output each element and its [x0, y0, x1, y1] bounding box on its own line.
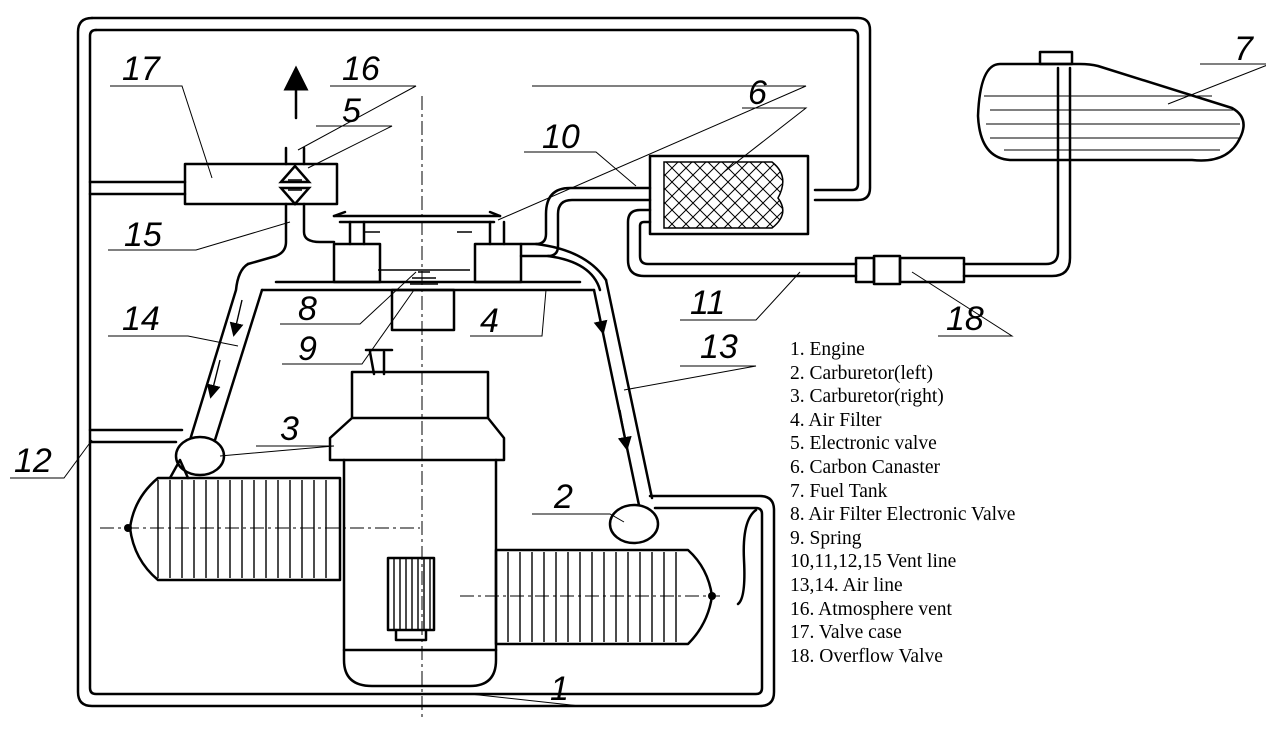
label-10: 10	[542, 118, 580, 156]
overflow-valve-18	[854, 66, 1072, 286]
legend-item: 10,11,12,15 Vent line	[790, 551, 957, 573]
legend-item: 4. Air Filter	[790, 409, 882, 431]
legend-item: 16. Atmosphere vent	[790, 598, 952, 620]
carburetor-left-2	[608, 503, 660, 545]
legend-item: 5. Electronic valve	[790, 433, 937, 455]
label-1: 1	[550, 670, 569, 708]
leader-lines	[10, 63, 1266, 707]
label-3: 3	[280, 410, 299, 448]
label-6: 6	[748, 74, 767, 112]
label-16: 16	[342, 50, 380, 88]
label-5: 5	[342, 92, 361, 130]
label-17: 17	[122, 50, 161, 88]
carbon-canister-6	[626, 154, 858, 278]
label-14: 14	[122, 300, 160, 338]
legend-item: 17. Valve case	[790, 622, 902, 644]
air-line-14	[188, 262, 264, 442]
air-line-13	[592, 278, 654, 512]
cylinder-left	[124, 458, 342, 582]
legend-item: 2. Carburetor(left)	[790, 362, 933, 384]
legend-item: 9. Spring	[790, 527, 862, 549]
label-7: 7	[1234, 30, 1254, 68]
label-2: 2	[553, 478, 573, 516]
valve-case-17	[183, 65, 339, 266]
label-8: 8	[298, 290, 317, 328]
legend-item: 6. Carbon Canaster	[790, 456, 941, 478]
legend-item: 13,14. Air line	[790, 574, 903, 596]
legend-item: 7. Fuel Tank	[790, 480, 888, 502]
vent-line-outer	[76, 16, 872, 708]
air-filter-4	[260, 186, 652, 332]
label-15: 15	[124, 216, 162, 254]
legend-item: 18. Overflow Valve	[790, 645, 943, 667]
fuel-tank-7	[976, 50, 1245, 162]
legend-item: 1. Engine	[790, 339, 865, 360]
label-4: 4	[480, 302, 499, 340]
legend-item: 8. Air Filter Electronic Valve	[790, 504, 1016, 526]
legend-item: 3. Carburetor(right)	[790, 386, 944, 408]
parts-legend: 1. Engine 2. Carburetor(left) 3. Carbure…	[790, 338, 1015, 668]
label-11: 11	[690, 284, 725, 322]
label-18: 18	[946, 300, 984, 338]
label-12: 12	[14, 442, 52, 480]
engine-1	[328, 348, 506, 688]
electronic-valve-5	[278, 164, 312, 184]
label-9: 9	[298, 330, 317, 368]
label-13: 13	[700, 328, 738, 366]
